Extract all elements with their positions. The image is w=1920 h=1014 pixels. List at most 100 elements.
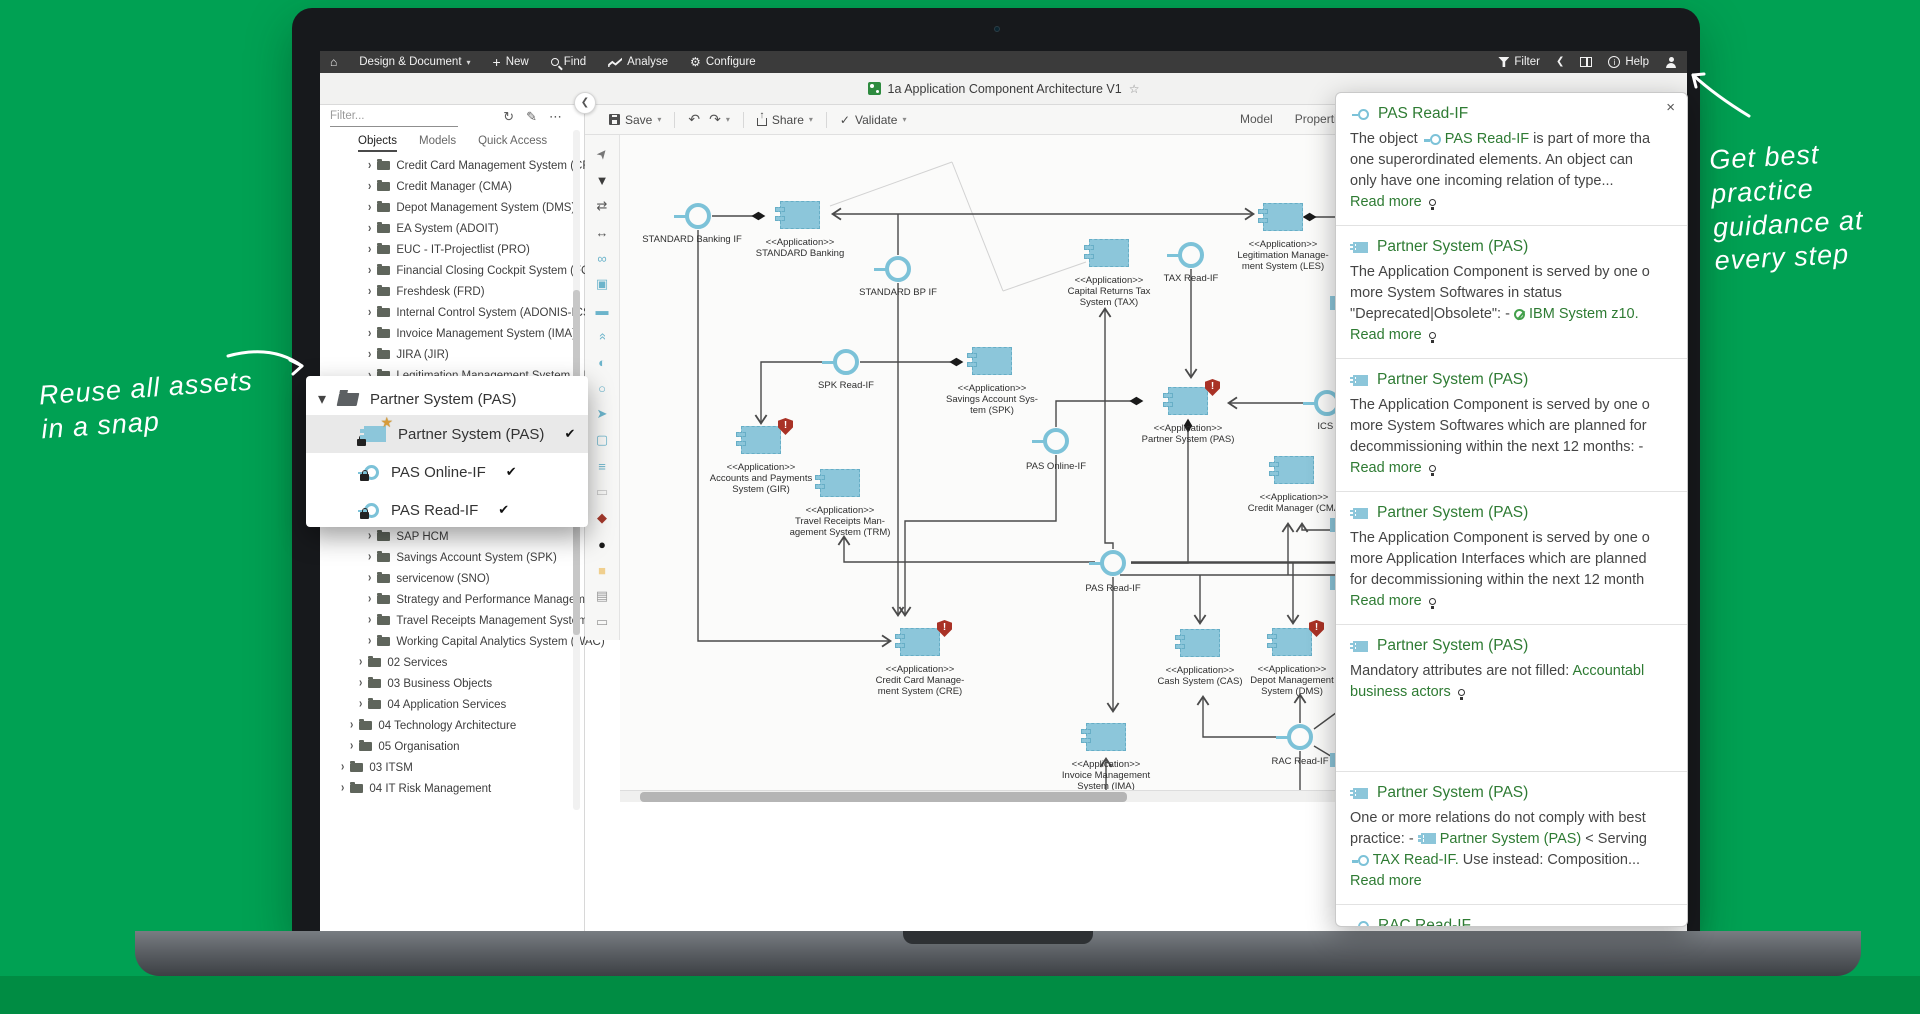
entry-title[interactable]: RAC Read-IF: [1350, 917, 1677, 926]
component-node[interactable]: !: [1163, 379, 1220, 415]
component-node[interactable]: !: [1267, 620, 1324, 656]
component-node[interactable]: [967, 347, 1012, 375]
palette-tool-grouping[interactable]: ▭: [590, 479, 615, 505]
catalog-filter-input[interactable]: Filter...: [330, 110, 458, 127]
component-node[interactable]: [775, 201, 820, 229]
tree-chevron-icon[interactable]: ›: [368, 242, 372, 257]
interface-node[interactable]: [1089, 550, 1126, 576]
layout-button[interactable]: [1580, 57, 1593, 67]
component-node[interactable]: [815, 469, 860, 497]
tree-item[interactable]: ›JIRA (JIR): [368, 344, 618, 365]
refresh-icon[interactable]: ↻: [503, 109, 515, 124]
read-more-link[interactable]: Read more: [1350, 327, 1422, 343]
interface-node[interactable]: [674, 203, 711, 229]
entry-title[interactable]: Partner System (PAS): [1350, 371, 1677, 389]
component-node[interactable]: [1081, 723, 1126, 751]
tree-chevron-icon[interactable]: ›: [359, 697, 363, 712]
entry-title[interactable]: Partner System (PAS): [1350, 504, 1677, 522]
palette-tool-stack[interactable]: ▤: [590, 583, 615, 609]
tree-chevron-icon[interactable]: ›: [341, 760, 345, 775]
tree-item[interactable]: ›Depot Management System (DMS): [368, 197, 618, 218]
tree-chevron-icon[interactable]: ›: [368, 347, 372, 362]
tree-item[interactable]: ›Credit Card Management System (CRE): [368, 155, 618, 176]
menu-find[interactable]: Find: [550, 56, 586, 68]
collapse-panel-button[interactable]: ❮: [574, 92, 596, 114]
save-button[interactable]: Save▾: [609, 113, 661, 127]
tree-item[interactable]: ›04 IT Risk Management: [341, 778, 591, 799]
menu-new[interactable]: +New: [493, 55, 529, 69]
interface-node[interactable]: [1032, 428, 1069, 454]
tree-item[interactable]: ›Financial Closing Cockpit System (FCC): [368, 260, 618, 281]
entry-title[interactable]: PAS Read-IF: [1350, 105, 1677, 123]
component-node[interactable]: [1175, 629, 1220, 657]
popup-item[interactable]: PAS Read-IF✔: [306, 491, 588, 529]
tree-chevron-icon[interactable]: ›: [368, 263, 372, 278]
tree-item[interactable]: ›servicenow (SNO): [368, 568, 618, 589]
favorite-star-icon[interactable]: ☆: [1128, 81, 1140, 96]
tree-chevron-icon[interactable]: ›: [368, 368, 371, 382]
interface-node[interactable]: [1276, 724, 1313, 750]
popup-folder-row[interactable]: ▾Partner System (PAS): [306, 384, 588, 414]
tree-item[interactable]: ›SAP HCM: [368, 526, 618, 547]
read-more-link[interactable]: Partner System (PAS): [1435, 831, 1582, 847]
entry-title[interactable]: Partner System (PAS): [1350, 238, 1677, 256]
tree-chevron-icon[interactable]: ›: [368, 284, 372, 299]
interface-node[interactable]: [822, 349, 859, 375]
palette-tool-connector-tool[interactable]: ⇄: [590, 193, 615, 219]
tab-model[interactable]: Model: [1240, 112, 1273, 126]
tree-item[interactable]: ›Internal Control System (ADONIS-ICS): [368, 302, 618, 323]
tree-item[interactable]: ›Invoice Management System (IMA): [368, 323, 618, 344]
tree-item[interactable]: ›Freshdesk (FRD): [368, 281, 618, 302]
read-more-link[interactable]: Read more: [1350, 873, 1422, 889]
menu-design-document[interactable]: Design & Document▾: [359, 56, 470, 68]
read-more-link[interactable]: Read more: [1350, 460, 1422, 476]
edit-icon[interactable]: ✎: [526, 109, 537, 124]
tree-chevron-icon[interactable]: ›: [368, 571, 372, 586]
tree-chevron-icon[interactable]: ›: [368, 305, 372, 320]
tree-item[interactable]: ›Strategy and Performance Management...: [368, 589, 618, 610]
popup-item[interactable]: ★Partner System (PAS)✔: [306, 414, 588, 453]
palette-tool-spacing-tool[interactable]: ↔: [590, 219, 615, 245]
palette-tool-pointer-tool[interactable]: ➤: [590, 141, 615, 167]
palette-tool-data-object[interactable]: ≡: [590, 453, 615, 479]
tree-chevron-icon[interactable]: ›: [350, 718, 354, 733]
menu-analyse[interactable]: Analyse: [608, 56, 668, 68]
read-more-link[interactable]: Accountabl: [1572, 663, 1645, 679]
palette-tool-application-process[interactable]: ➤: [590, 401, 615, 427]
palette-tool-application-function[interactable]: ▢: [590, 427, 615, 453]
tab-quick-access[interactable]: Quick Access: [478, 135, 548, 147]
redo-button[interactable]: ↷▾: [709, 111, 730, 128]
more-icon[interactable]: ⋯: [549, 109, 562, 124]
read-more-link[interactable]: PAS Read-IF: [1440, 131, 1530, 147]
help-button[interactable]: Help: [1608, 56, 1649, 68]
palette-tool-application-event[interactable]: ▬: [590, 297, 615, 323]
palette-tool-application-interface[interactable]: ○: [590, 375, 615, 401]
tree-chevron-icon[interactable]: ›: [341, 781, 345, 796]
component-node[interactable]: [1084, 239, 1129, 267]
close-icon[interactable]: ×: [1666, 99, 1675, 116]
tab-models[interactable]: Models: [419, 135, 457, 147]
tree-item[interactable]: ›04 Application Services: [359, 694, 609, 715]
tree-item[interactable]: ›03 Business Objects: [359, 673, 609, 694]
component-node[interactable]: !: [895, 620, 952, 656]
tree-chevron-icon[interactable]: ›: [368, 326, 372, 341]
home-button[interactable]: ⌂: [330, 56, 337, 68]
tree-chevron-icon[interactable]: ›: [359, 655, 363, 670]
read-more-link[interactable]: TAX Read-IF.: [1369, 852, 1459, 868]
palette-tool-application-collaboration[interactable]: ∞: [590, 245, 615, 271]
share-button[interactable]: Share▾: [756, 110, 813, 127]
palette-tool-filter-tool[interactable]: ▼: [590, 167, 615, 193]
read-more-link[interactable]: Read more: [1350, 194, 1422, 210]
tree-chevron-icon[interactable]: ›: [368, 592, 372, 607]
tree-item[interactable]: ›EUC - IT-Projectlist (PRO): [368, 239, 618, 260]
menu-configure[interactable]: ⚙Configure: [690, 56, 756, 68]
back-button[interactable]: ❮: [1556, 57, 1564, 67]
popup-item[interactable]: PAS Online-IF✔: [306, 453, 588, 491]
read-more-link[interactable]: IBM System z10.: [1524, 306, 1639, 322]
tab-objects[interactable]: Objects: [358, 135, 397, 152]
tree-chevron-icon[interactable]: ›: [368, 179, 372, 194]
tree-chevron-icon[interactable]: ›: [368, 550, 372, 565]
tree-item[interactable]: ›Travel Receipts Management System (...: [368, 610, 618, 631]
component-node[interactable]: [1269, 456, 1314, 484]
interface-node[interactable]: [1167, 242, 1204, 268]
